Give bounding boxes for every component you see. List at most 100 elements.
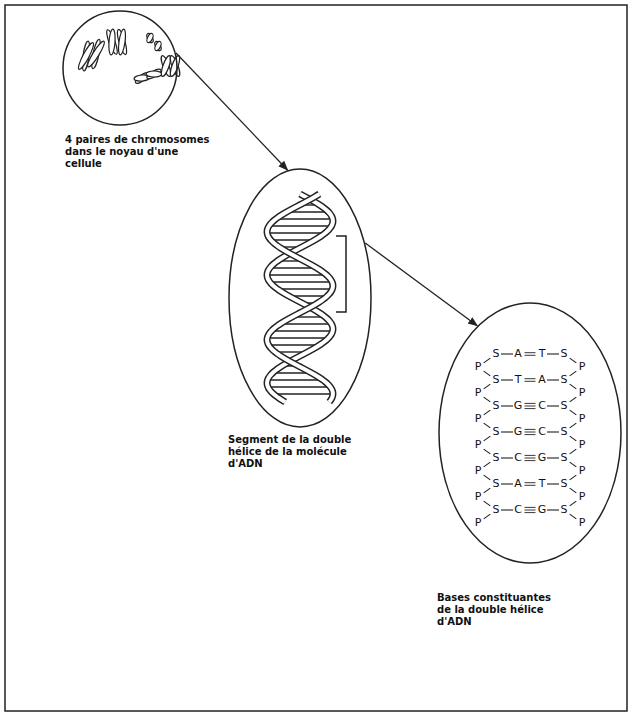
backbone-line [570,436,577,441]
base-label: G [514,400,523,412]
backbone-line [570,514,577,519]
base-label: G [538,504,547,516]
backbone-line [484,488,491,493]
chromatid [146,32,155,43]
hydrogen-bond [525,485,536,486]
hydrogen-bond [525,460,536,461]
sugar-base-link [547,431,559,432]
sugar-base-link [547,405,559,406]
sugar-base-link [547,353,559,354]
backbone-line [484,514,491,519]
zoom-ellipse: Bases constituantes de la double hélice … [438,302,622,564]
chromosome [115,28,128,55]
node-outline [438,302,622,564]
bracket [336,236,346,312]
double-helix [267,194,333,402]
phosphate-label: P [475,517,482,529]
sugar-base-link [501,379,513,380]
chromatid [146,67,163,80]
helix-rung [271,379,320,380]
helix-rung [270,274,324,275]
backbone-line [570,501,577,506]
base-label: T [539,348,546,360]
chromatid [108,29,116,55]
base-label: T [515,374,522,386]
helix-rung [274,330,330,331]
sugar-label: S [561,452,568,464]
backbone-line [484,397,491,402]
helix-strand-inner [267,194,333,402]
phosphate-label: P [579,413,586,425]
backbone-line [570,358,577,363]
frame [5,5,627,711]
phosphate-label: P [475,413,482,425]
caption: 4 paires de chromosomes dans le noyau d'… [65,134,215,170]
bond-lines [484,353,577,519]
hydrogen-bond [525,355,536,356]
sugar-base-link [501,457,513,458]
helix-rung [273,267,314,268]
backbone-line [484,462,491,467]
sugar-label: S [561,348,568,360]
helix-strand [267,194,333,402]
phosphate-label: P [579,387,586,399]
base-label: G [514,426,523,438]
helix-rung [274,239,312,240]
helix-rung [283,323,329,324]
phosphate-label: P [475,387,482,399]
base-label: A [514,478,522,490]
sugar-base-link [501,353,513,354]
sugar-label: S [561,400,568,412]
helix-rung [279,218,330,219]
helix-strand [267,194,333,402]
backbone-line [570,410,577,415]
base-label: G [538,452,547,464]
base-label: C [538,426,546,438]
backbone-line [484,501,491,506]
phosphate-label: P [475,361,482,373]
sugar-label: S [493,400,500,412]
node-ellipse [63,11,177,125]
node-outline [228,168,372,428]
sugar-base-link [501,509,513,510]
sugar-label: S [493,452,500,464]
helix-rung [270,232,322,233]
hydrogen-bond [525,458,536,459]
helix-rung [271,386,328,387]
node-ellipse [229,169,371,427]
base-label: C [514,452,522,464]
hydrogen-bond [525,381,536,382]
node-outline [62,10,178,126]
sugar-base-link [547,483,559,484]
chromatid [146,32,155,43]
zoom-ellipse: Segment de la double hélice de la molécu… [228,168,372,428]
backbone-line [570,449,577,454]
chromosome [146,32,155,43]
phosphate-label: P [579,465,586,477]
sugar-label: S [493,426,500,438]
base-label: A [514,348,522,360]
hydrogen-bond [525,510,536,511]
chromatid [116,29,129,56]
helix-rung [280,288,329,289]
backbone-line [570,371,577,376]
helix-strand-inner [267,194,333,402]
backbone-line [570,462,577,467]
backbone-line [484,423,491,428]
cell-nucleus-circle: 4 paires de chromosomes dans le noyau d'… [62,10,178,126]
hydrogen-bond [525,406,536,407]
sugar-base-link [501,405,513,406]
hydrogen-bond [525,352,536,353]
helix-rung [277,393,330,394]
base-label: A [538,374,546,386]
hydrogen-bond [525,378,536,379]
hydrogen-bond [525,408,536,409]
backbone-line [570,384,577,389]
phosphate-label: P [475,491,482,503]
backbone-line [484,358,491,363]
hydrogen-bond [525,455,536,456]
backbone-line [570,397,577,402]
backbone-line [570,423,577,428]
chromatid [86,40,107,69]
node-ellipse [439,303,621,563]
